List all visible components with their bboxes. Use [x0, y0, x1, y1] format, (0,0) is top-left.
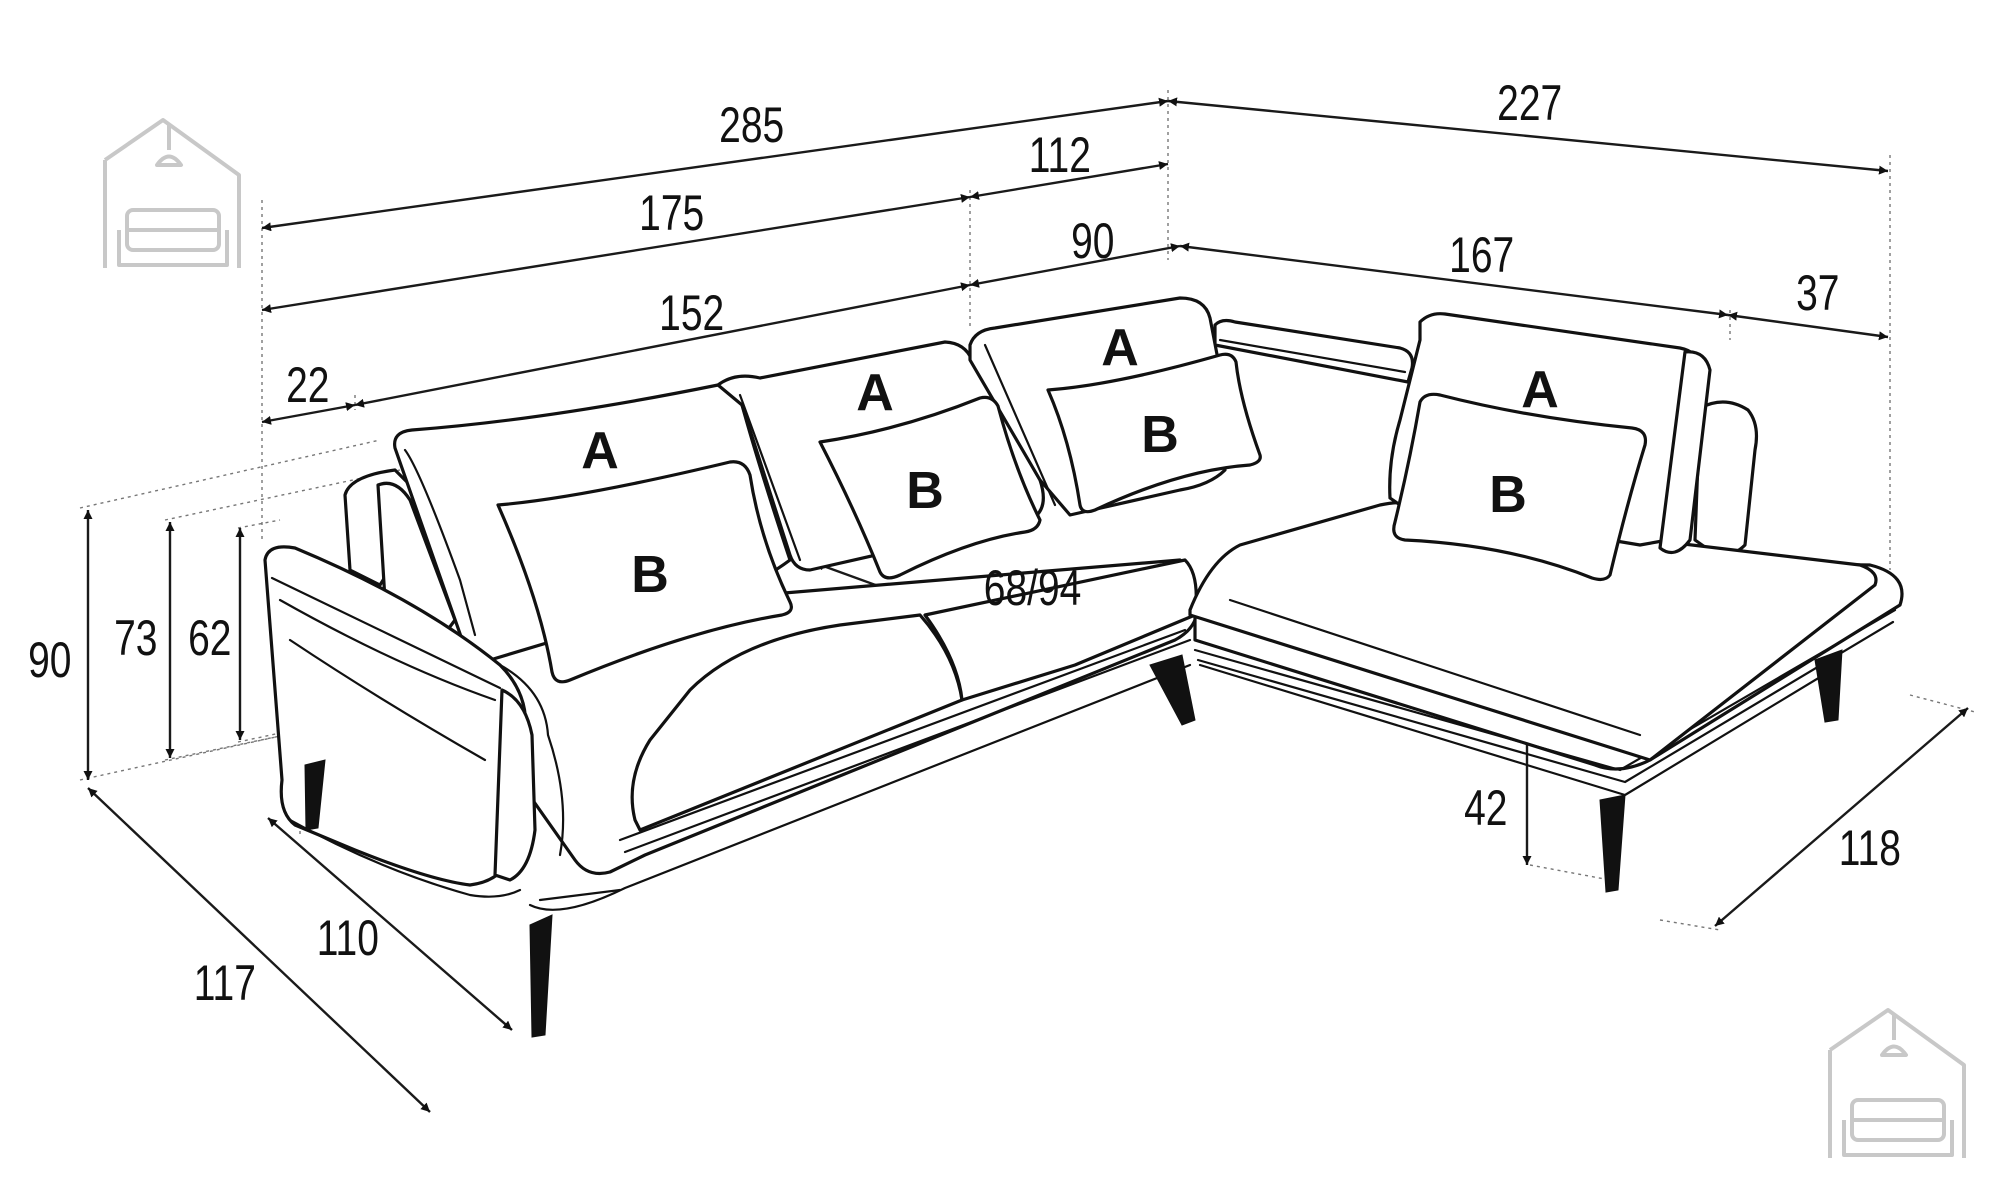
dimension-labels: 285 227 112 175 90 167 37 152 22 90 73 6…: [28, 74, 1901, 1011]
dim-line-117: [87, 787, 431, 1113]
dim-line-167: [1179, 242, 1729, 319]
pillow-label-b: B: [906, 462, 944, 520]
dim-label-118: 118: [1839, 819, 1901, 876]
dim-label-90-corner: 90: [1071, 212, 1114, 269]
dim-line-112: [969, 161, 1169, 200]
dim-line-22: [261, 402, 356, 425]
dim-label-152: 152: [659, 284, 724, 341]
pillow-label-b: B: [1141, 406, 1179, 464]
dim-label-42: 42: [1464, 779, 1507, 836]
dim-label-68-94: 68/94: [984, 559, 1082, 616]
dimension-lines: [83, 97, 1969, 1113]
pillow-label-a: A: [581, 422, 619, 480]
dim-label-227: 227: [1497, 74, 1562, 131]
sofa-drawing: [263, 296, 1904, 1038]
pillow-label-a: A: [1521, 361, 1559, 419]
dim-label-110: 110: [317, 909, 379, 966]
dim-label-285: 285: [719, 96, 784, 153]
dim-label-90-height: 90: [28, 631, 71, 688]
house-sofa-logo-icon: [103, 118, 241, 268]
dim-label-73: 73: [114, 609, 157, 666]
dim-label-37: 37: [1796, 264, 1839, 321]
pillow-label-a: A: [856, 364, 894, 422]
pillow-label-b: B: [631, 546, 669, 604]
dim-line-227: [1167, 97, 1889, 175]
dim-label-62: 62: [188, 609, 231, 666]
pillow-labels: A A A A B B B B: [581, 319, 1559, 604]
dim-label-175: 175: [639, 184, 704, 241]
dim-line-90-corner: [969, 243, 1181, 288]
pillow-label-a: A: [1101, 319, 1139, 377]
dim-label-22: 22: [286, 356, 329, 413]
dim-label-112: 112: [1029, 126, 1091, 183]
dim-line-118: [1714, 707, 1969, 927]
house-sofa-logo-icon: [1828, 1008, 1966, 1158]
dim-line-152: [354, 282, 971, 408]
dim-line-37: [1727, 311, 1889, 341]
dim-label-117: 117: [194, 954, 256, 1011]
pillow-label-b: B: [1489, 466, 1527, 524]
dim-label-167: 167: [1449, 226, 1514, 283]
